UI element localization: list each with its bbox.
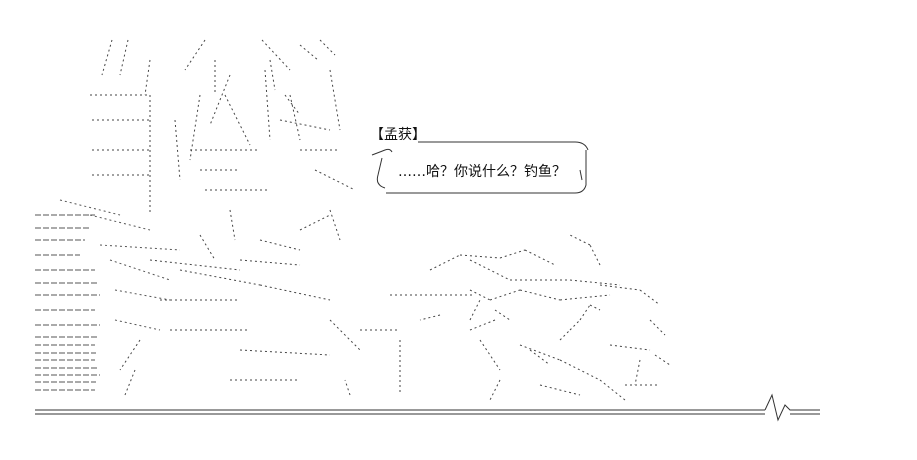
hand-fishing-rod: [390, 234, 671, 401]
left-body-stripes: [35, 199, 181, 391]
speech-bubble: [371, 141, 589, 194]
dialogue-text: ……哈？你说什么？钓鱼？: [398, 164, 566, 180]
character-figure: [90, 39, 401, 396]
speaker-name: 【孟获】: [370, 127, 426, 143]
ground-line: [35, 393, 820, 422]
